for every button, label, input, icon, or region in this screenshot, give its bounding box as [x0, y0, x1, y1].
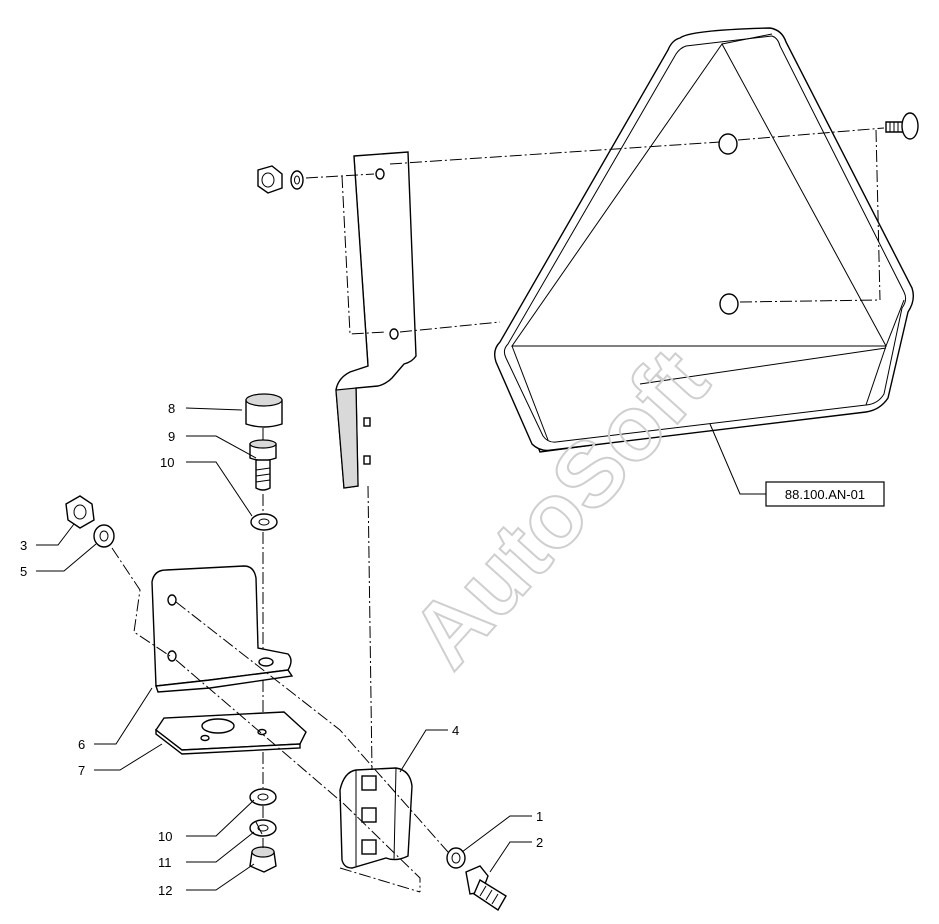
callout-10-top: 10: [160, 455, 174, 470]
assembly-centerlines: [111, 127, 885, 893]
side-nut: [65, 495, 95, 529]
callout-8: 8: [168, 401, 175, 416]
top-nut: [257, 165, 283, 194]
side-washer: [93, 524, 115, 548]
triangle-reflector: [493, 27, 915, 453]
leader-lines: [36, 407, 766, 891]
reference-label: 88.100.AN-01: [785, 487, 865, 502]
lock-washer: [249, 819, 277, 837]
callout-10-bottom: 10: [158, 829, 172, 844]
reference-box: 88.100.AN-01: [765, 481, 885, 507]
callout-6: 6: [78, 737, 85, 752]
base-plate: [155, 711, 307, 755]
callout-4: 4: [452, 723, 459, 738]
callout-3: 3: [20, 538, 27, 553]
callout-11: 11: [158, 855, 172, 870]
carriage-bolt: [885, 112, 919, 140]
callout-5: 5: [20, 564, 27, 579]
washer-top: [250, 513, 278, 531]
callout-1: 1: [536, 809, 543, 824]
hex-bolt: [465, 865, 507, 911]
callout-9: 9: [168, 429, 175, 444]
washer-bottom: [249, 788, 277, 806]
cap: [245, 393, 283, 428]
callout-2: 2: [536, 835, 543, 850]
angle-bracket: [151, 565, 294, 693]
bolt: [249, 439, 277, 491]
channel-bracket: [339, 767, 413, 869]
callout-labels: 8 9 10 3 5 6 7 10 11 12 4 1 2: [20, 401, 543, 898]
small-washer: [446, 847, 466, 869]
bottom-nut: [249, 846, 277, 873]
callout-7: 7: [78, 763, 85, 778]
top-washer: [290, 170, 304, 190]
callout-12: 12: [158, 883, 172, 898]
mounting-bar: [335, 151, 417, 489]
